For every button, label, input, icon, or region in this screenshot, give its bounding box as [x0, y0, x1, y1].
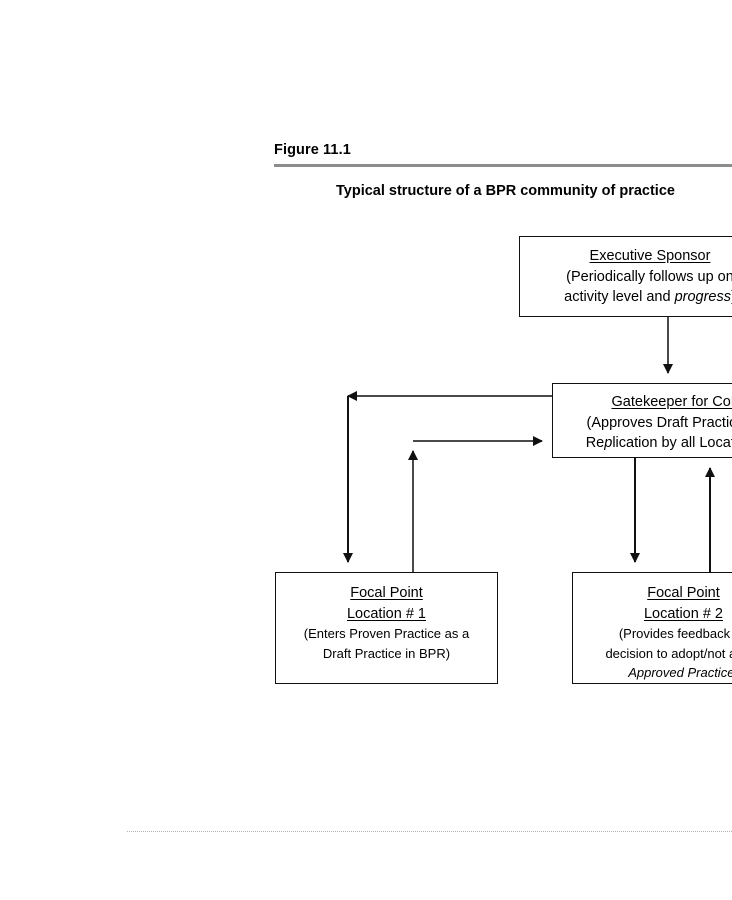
- node-focal-point-2-line5: Approved Practice): [573, 663, 732, 683]
- page-bottom-divider: [127, 831, 732, 833]
- node-focal-point-2-line5-italic: Approved Practice: [628, 665, 732, 680]
- node-focal-point-1[interactable]: Focal Point Location # 1 (Enters Proven …: [275, 572, 498, 684]
- edge-focal-1-to-gatekeeper: [408, 436, 543, 572]
- node-focal-point-2-title-line2: Location # 2: [643, 605, 723, 622]
- figure-title: Typical structure of a BPR community of …: [336, 183, 675, 199]
- node-executive-sponsor-line2: (Periodically follows up on: [566, 268, 732, 285]
- node-focal-point-2-title-line1: Focal Point: [647, 585, 720, 601]
- node-gatekeeper-line2: (Approves Draft Practice for: [586, 414, 732, 431]
- figure-rule-divider: [274, 164, 732, 167]
- node-focal-point-2[interactable]: Focal Point Location # 2 (Provides feedb…: [572, 572, 732, 684]
- node-gatekeeper-title: Gatekeeper for CoP: [611, 394, 732, 410]
- node-gatekeeper-line3-italic: p: [604, 435, 613, 451]
- node-focal-point-2-line3: (Provides feedback on: [618, 626, 732, 641]
- node-gatekeeper[interactable]: Gatekeeper for CoP (Approves Draft Pract…: [552, 383, 732, 458]
- node-focal-point-1-title-line1: Focal Point: [350, 585, 423, 601]
- node-executive-sponsor-line3: activity level and progress): [520, 287, 732, 308]
- node-executive-sponsor-line3-a: activity level and: [564, 289, 675, 305]
- node-executive-sponsor-title: Executive Sponsor: [589, 248, 711, 264]
- node-focal-point-1-title-line2: Location # 1: [346, 605, 426, 622]
- figure-header: Figure 11.1: [274, 140, 732, 167]
- edge-gatekeeper-to-focal-1: [343, 391, 552, 563]
- node-focal-point-2-line4: decision to adopt/not adopt: [605, 645, 732, 661]
- node-executive-sponsor-line3-italic: progress: [674, 289, 731, 305]
- figure-label: Figure 11.1: [274, 142, 351, 158]
- node-focal-point-1-line4: Draft Practice in BPR): [322, 645, 451, 661]
- node-focal-point-1-line3: (Enters Proven Practice as a: [303, 626, 470, 641]
- node-gatekeeper-line3-a: Re: [585, 435, 605, 451]
- node-executive-sponsor[interactable]: Executive Sponsor (Periodically follows …: [519, 236, 732, 317]
- node-gatekeeper-line3: Replication by all Locations): [553, 433, 732, 454]
- node-gatekeeper-line3-b: lication by all Locations): [612, 435, 732, 451]
